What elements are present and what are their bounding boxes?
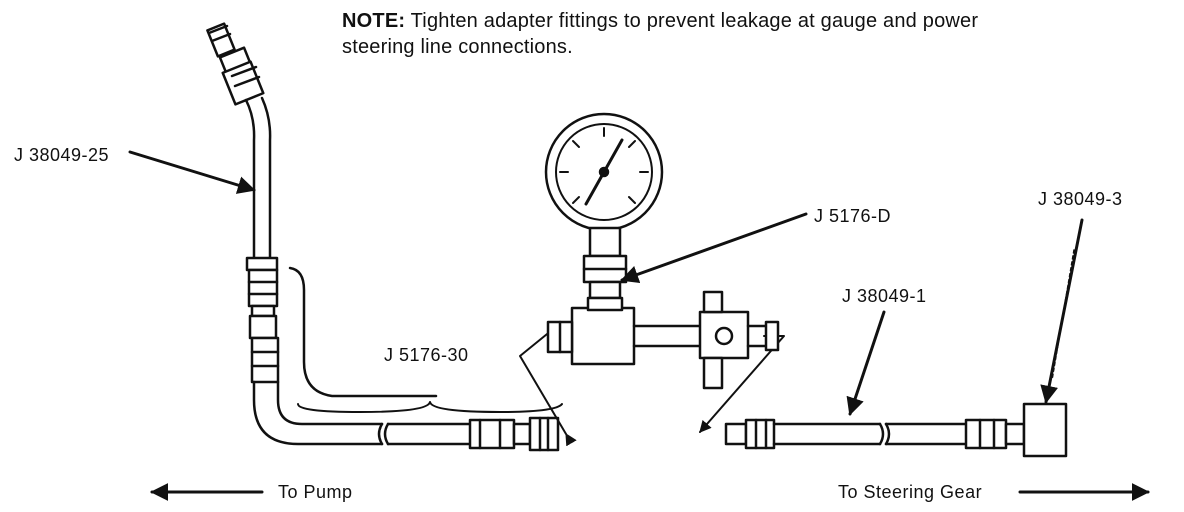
label-gauge-hose: J 5176-30 (384, 345, 469, 365)
label-gauge: J 5176-D (814, 206, 892, 226)
note-text: NOTE: Tighten adapter fittings to preven… (342, 8, 982, 60)
pressure-gauge (544, 112, 780, 390)
leader-arrows (128, 150, 1084, 416)
label-to-steering-gear: To Steering Gear (838, 482, 983, 502)
gauge-hose-brace (297, 401, 563, 413)
label-hose: J 38049-1 (842, 286, 927, 306)
steering-gear-hose (724, 402, 1068, 458)
note-prefix: NOTE: (342, 10, 406, 32)
label-hose-adapter: J 38049-25 (14, 145, 110, 165)
gauge-hose (288, 266, 560, 452)
note-body: Tighten adapter fittings to prevent leak… (342, 10, 979, 58)
label-fitting: J 38049-3 (1038, 189, 1123, 209)
label-to-pump: To Pump (278, 482, 353, 502)
adapter-hose-assembly (206, 22, 384, 446)
